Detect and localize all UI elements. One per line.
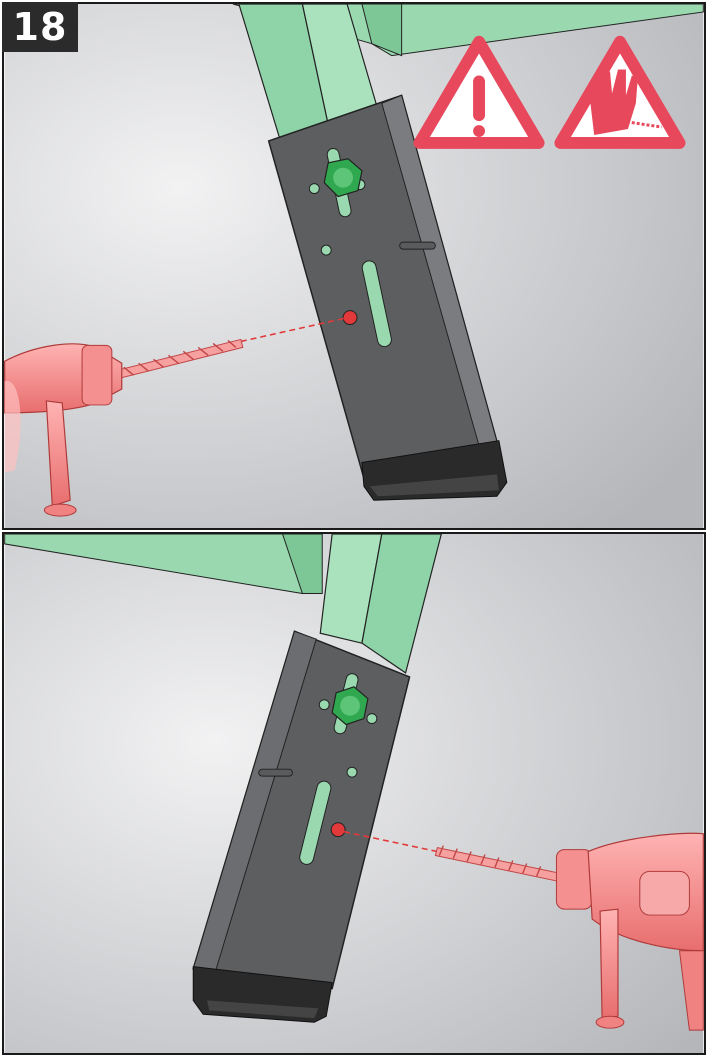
hole <box>347 767 357 777</box>
top-panel-illustration <box>4 4 704 528</box>
hole <box>309 184 319 194</box>
drill-target-hole <box>343 311 357 325</box>
top-panel <box>2 2 706 530</box>
hole <box>367 714 377 724</box>
side-slot <box>259 769 293 776</box>
bottom-panel <box>2 532 706 1055</box>
drill-side-handle <box>600 909 618 1018</box>
step-number-badge: 18 <box>2 2 78 52</box>
bottom-panel-illustration <box>4 534 704 1053</box>
hole <box>319 700 329 710</box>
hole <box>321 245 331 255</box>
side-slot <box>400 242 436 249</box>
drill-target-hole <box>331 823 345 837</box>
